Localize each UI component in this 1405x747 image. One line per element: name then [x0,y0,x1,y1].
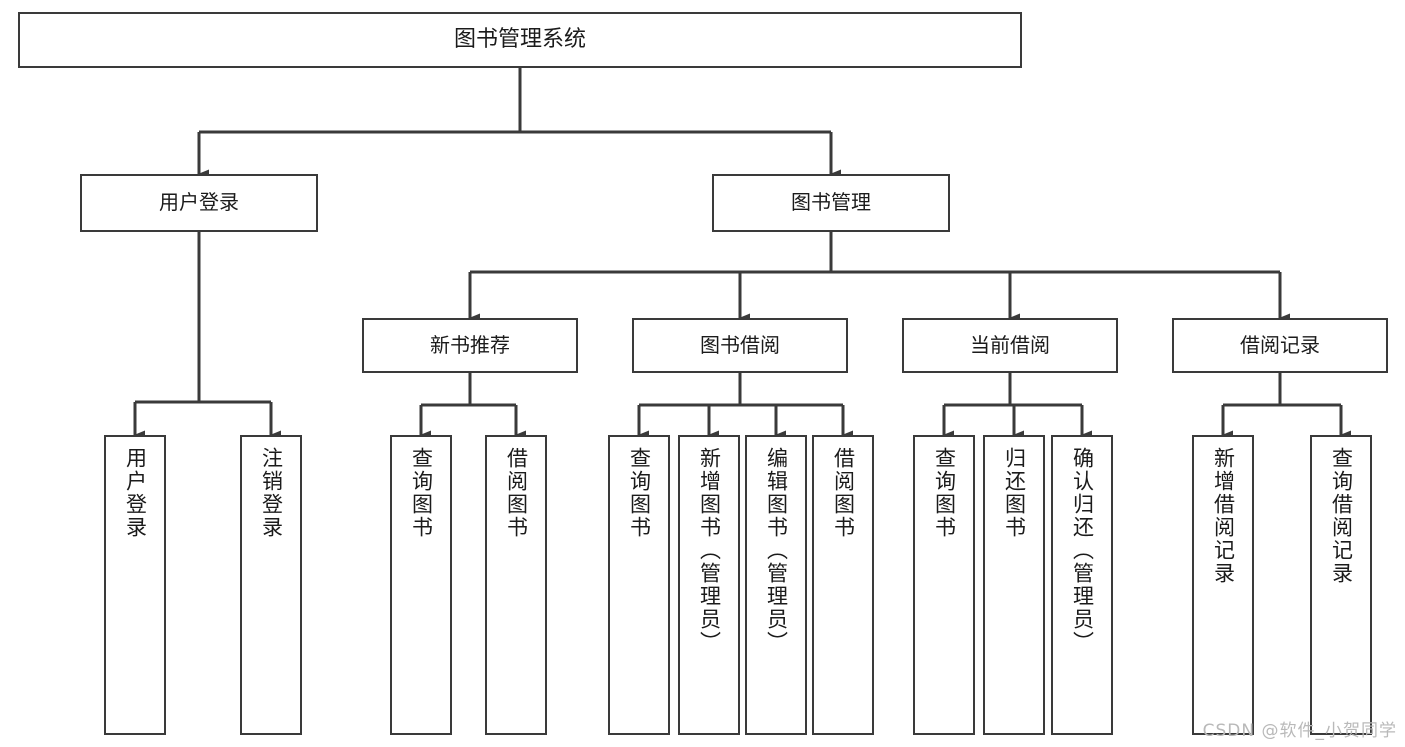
node-leaf-add-record-label: 新增借阅记录 [1211,447,1236,585]
node-leaf-user-logout-label: 注销登录 [259,447,284,539]
node-borrow-record[interactable]: 借阅记录 [1172,318,1388,373]
node-book-borrow-label: 图书借阅 [700,332,780,357]
node-leaf-user-login-label: 用户登录 [123,447,148,539]
node-leaf-user-login[interactable]: 用户登录 [104,435,166,735]
node-current-borrow-label: 当前借阅 [970,332,1050,357]
node-leaf-borrow-book-2-label: 借阅图书 [831,447,856,539]
node-user-login-label: 用户登录 [159,190,239,215]
node-root[interactable]: 图书管理系统 [18,12,1022,68]
node-leaf-query-book-3-label: 查询图书 [932,447,957,539]
node-book-manage-label: 图书管理 [791,190,871,215]
node-current-borrow[interactable]: 当前借阅 [902,318,1118,373]
node-leaf-edit-book-label: 编辑图书（管理员） [764,447,789,654]
node-borrow-record-label: 借阅记录 [1240,332,1320,357]
connector-group [133,68,1351,440]
node-book-manage[interactable]: 图书管理 [712,174,950,232]
node-leaf-query-book-2-label: 查询图书 [627,447,652,539]
node-leaf-confirm-return[interactable]: 确认归还（管理员） [1051,435,1113,735]
node-root-label: 图书管理系统 [453,26,586,52]
node-leaf-return-book[interactable]: 归还图书 [983,435,1045,735]
node-leaf-add-book[interactable]: 新增图书（管理员） [678,435,740,735]
node-leaf-user-logout[interactable]: 注销登录 [240,435,302,735]
node-leaf-add-record[interactable]: 新增借阅记录 [1192,435,1254,735]
node-book-borrow[interactable]: 图书借阅 [632,318,848,373]
node-leaf-borrow-book-1[interactable]: 借阅图书 [485,435,547,735]
node-leaf-confirm-return-label: 确认归还（管理员） [1070,447,1095,654]
node-leaf-edit-book[interactable]: 编辑图书（管理员） [745,435,807,735]
node-leaf-borrow-book-2[interactable]: 借阅图书 [812,435,874,735]
node-new-book-recommend[interactable]: 新书推荐 [362,318,578,373]
node-leaf-query-book-1[interactable]: 查询图书 [390,435,452,735]
node-user-login[interactable]: 用户登录 [80,174,318,232]
node-leaf-query-record[interactable]: 查询借阅记录 [1310,435,1372,735]
node-leaf-query-book-3[interactable]: 查询图书 [913,435,975,735]
node-leaf-query-book-1-label: 查询图书 [409,447,434,539]
node-leaf-query-record-label: 查询借阅记录 [1329,447,1354,585]
node-leaf-return-book-label: 归还图书 [1002,447,1027,539]
node-leaf-query-book-2[interactable]: 查询图书 [608,435,670,735]
node-new-book-recommend-label: 新书推荐 [430,332,510,357]
node-leaf-borrow-book-1-label: 借阅图书 [504,447,529,539]
node-leaf-add-book-label: 新增图书（管理员） [697,447,722,654]
